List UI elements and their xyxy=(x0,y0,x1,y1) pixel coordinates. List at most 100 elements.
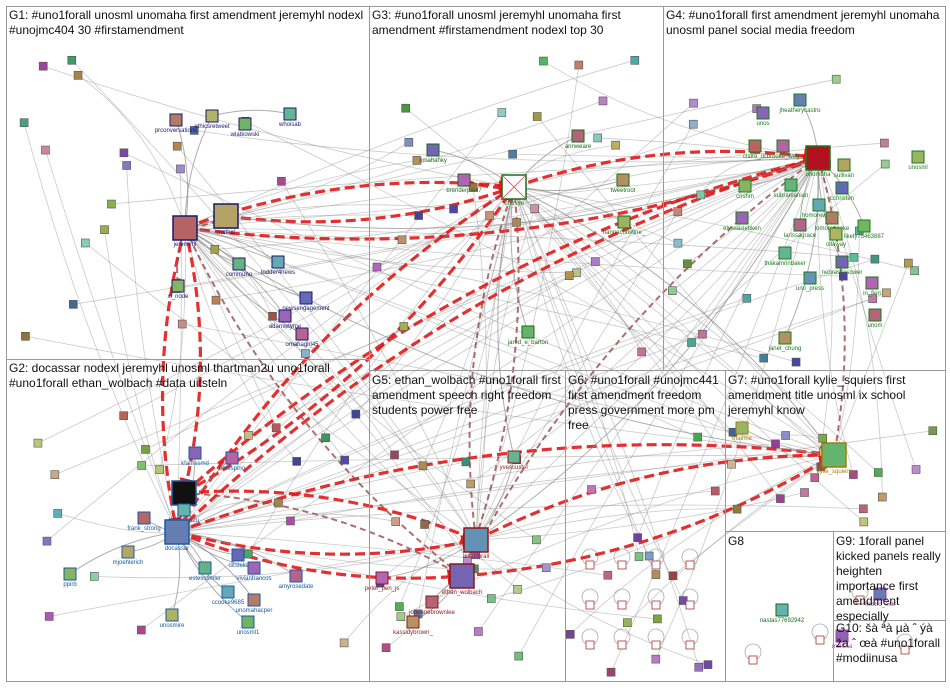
background-edge xyxy=(610,157,819,673)
node-brenderpaul7[interactable]: brenderpaul7 xyxy=(446,173,482,194)
node-larissagrace[interactable]: larissagrace xyxy=(784,218,817,239)
node-label-brooke_weg: brooke_weg xyxy=(767,154,800,160)
node-mjoehlerich[interactable]: mjoehlerich xyxy=(113,545,144,566)
node-ethicsretweet[interactable]: ethicsretweet xyxy=(194,109,230,130)
node-mavme[interactable]: mavme xyxy=(732,421,752,442)
edge-nodexl-unosml xyxy=(225,184,516,224)
node-elyssaslebken[interactable]: elyssaslebken xyxy=(723,211,761,232)
node-kylie_squiers[interactable]: kylie_squiers xyxy=(817,442,852,475)
minor-node xyxy=(512,218,521,227)
edge-unosml-yvescuster xyxy=(497,186,516,458)
node-nastas77692942[interactable]: nastas77692942 xyxy=(760,603,805,624)
background-edge xyxy=(43,65,515,188)
node-thakamrinbaker[interactable]: thakamrinbaker xyxy=(764,246,806,267)
node-jheatherycastro[interactable]: jheatherycastro xyxy=(778,93,821,114)
minor-node xyxy=(791,357,801,367)
node-label-kassidybrown_: kassidybrown_ xyxy=(393,630,433,636)
node-ethan_wolbach[interactable]: ethan_wolbach xyxy=(442,563,482,596)
node-unosml1[interactable]: unosml1 xyxy=(237,615,260,636)
minor-node xyxy=(532,112,542,121)
node-prconversations[interactable]: prconversations xyxy=(155,113,197,134)
node-jeremyhl[interactable]: jeremyhl xyxy=(172,215,198,248)
node-unosmire[interactable]: unosmire xyxy=(160,608,185,629)
node-label-ppirb: ppirb xyxy=(63,582,77,588)
node-xl_node[interactable]: xl_node xyxy=(167,279,189,300)
group-title-g1: G1: #uno1forall unosml unomaha first ame… xyxy=(9,8,367,37)
minor-node xyxy=(800,488,809,497)
node-claire_dc[interactable]: claire_dc xyxy=(743,139,767,160)
node-kassidybrown_[interactable]: kassidybrown_ xyxy=(393,615,434,636)
minor-node xyxy=(395,602,404,611)
node-homorevacle[interactable]: homorevacle xyxy=(802,198,837,219)
node-uno1forall[interactable]: uno1forall xyxy=(463,527,489,560)
group-title-g3: G3: #uno1forall unosml jeremyhl unomaha … xyxy=(372,8,625,37)
node-docassar[interactable]: docassar xyxy=(164,519,190,552)
minor-node xyxy=(585,560,595,570)
node-cchristen[interactable]: cchristen xyxy=(830,181,854,202)
node-in_fieri[interactable]: in_fieri xyxy=(863,276,881,297)
node-omahagirl45[interactable]: omahagirl45 xyxy=(285,327,319,348)
node-tweetroot[interactable]: tweetroot xyxy=(611,173,636,194)
node-uitsteln[interactable]: uitsteln xyxy=(228,548,248,569)
node-whoisab[interactable]: whoisab xyxy=(278,107,302,128)
node-kfarrissmd[interactable]: kfarrissmd xyxy=(181,446,209,467)
node-likely75463887[interactable]: likely75463887 xyxy=(844,219,885,240)
node-brooke_weg[interactable]: brooke_weg xyxy=(767,139,800,160)
node-adamwtyme[interactable]: adamwtyme xyxy=(269,309,302,330)
minor-node xyxy=(759,353,768,363)
node-unosml2[interactable]: unosml xyxy=(908,150,928,171)
node-ollaway[interactable]: ollaway xyxy=(826,227,846,248)
node-wlatkowski[interactable]: wlatkowski xyxy=(230,117,260,138)
node-nodexl[interactable]: nodexl xyxy=(213,203,239,236)
node-melissa[interactable]: melissa xyxy=(832,629,853,650)
node-frank_strong[interactable]: frank_strong xyxy=(127,511,161,532)
minor-node xyxy=(468,182,478,192)
node-jodeanebrownlee[interactable]: jodeanebrownlee xyxy=(408,595,456,616)
node-yvescuster[interactable]: yvescuster xyxy=(500,450,529,471)
node-unomaha[interactable]: unomaha xyxy=(805,145,831,178)
edge-unomaha-kylie_squiers xyxy=(817,157,846,456)
node-crishm[interactable]: crishm xyxy=(736,179,754,200)
node-sullivan[interactable]: sullivan xyxy=(834,158,854,179)
node-mistro_erik[interactable]: mistro_erik xyxy=(865,587,896,608)
node-jared_e_barton[interactable]: jared_e_barton xyxy=(507,325,548,346)
group-title-g8: G8 xyxy=(728,534,745,548)
node-hannachristine_[interactable]: hannachristine_ xyxy=(603,215,646,236)
background-edge xyxy=(182,323,835,456)
minor-node xyxy=(585,640,595,650)
node-newsengagement[interactable]: newsengagement xyxy=(282,291,330,312)
node-amyrosedate[interactable]: amyrosedate xyxy=(279,569,314,590)
background-edge xyxy=(513,186,657,575)
node-todder4news[interactable]: todder4news xyxy=(261,255,295,276)
node-ppirb[interactable]: ppirb xyxy=(63,567,77,588)
node-communo[interactable]: communo xyxy=(226,257,253,278)
group-title-g5: G5: ethan_wolbach #uno1forall first amen… xyxy=(372,373,565,417)
background-edge xyxy=(77,75,186,229)
minor-node xyxy=(390,450,399,460)
node-nebraskasower[interactable]: nebraskasower xyxy=(822,255,863,276)
node-label-brenderpaul7: brenderpaul7 xyxy=(446,188,482,194)
node-vivianfrancos[interactable]: vivianfrancos xyxy=(236,561,272,582)
node-ccooke9685[interactable]: ccooke9685 xyxy=(212,585,245,606)
node-unosml[interactable]: unosml xyxy=(501,174,527,207)
minor-node xyxy=(80,238,90,248)
node-uno_press[interactable]: uno_press xyxy=(796,271,824,292)
node-peter_pen_js[interactable]: peter_pen_js xyxy=(365,571,400,592)
node-omahahky[interactable]: omahahky xyxy=(419,143,447,164)
minor-node xyxy=(651,600,661,610)
node-bmespino[interactable]: bmespino xyxy=(219,451,246,472)
minor-node xyxy=(141,445,150,454)
node-unomahacper[interactable]: unomahacper xyxy=(236,593,273,614)
node-janet_chung[interactable]: janet_chung xyxy=(768,331,802,352)
node-unos[interactable]: unos xyxy=(756,106,770,127)
node-label-vivianfrancos: vivianfrancos xyxy=(236,576,271,582)
node-unom[interactable]: unom xyxy=(867,308,883,329)
node-subramanian[interactable]: subramanian xyxy=(774,178,809,199)
group-title-g2: G2: docassar nodexl jeremyhl unosml thar… xyxy=(9,361,334,390)
minor-node xyxy=(271,423,281,432)
minor-node xyxy=(868,294,877,303)
minor-node xyxy=(461,457,471,467)
background-edge xyxy=(176,112,503,533)
node-estesstimler[interactable]: estesstimler xyxy=(189,561,221,582)
node-annweare[interactable]: annweare xyxy=(565,129,592,150)
